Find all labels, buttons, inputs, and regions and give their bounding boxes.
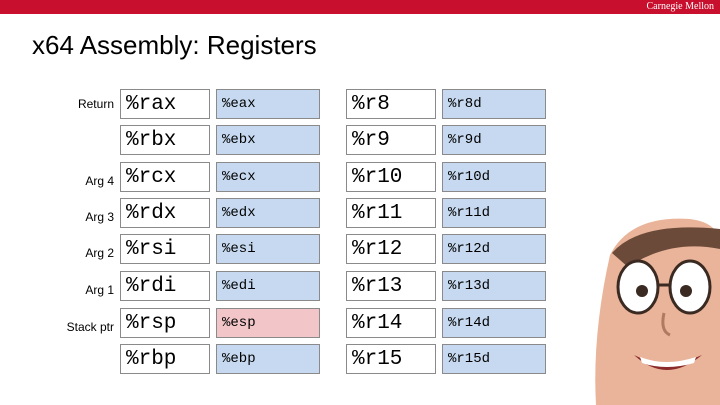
register-r9: %r9 <box>346 125 436 155</box>
register-rbx: %rbx <box>120 125 210 155</box>
slide-title: x64 Assembly: Registers <box>32 30 317 60</box>
register-r12: %r12 <box>346 234 436 264</box>
register-rax: %rax <box>120 89 210 119</box>
register-rbp: %rbp <box>120 344 210 374</box>
register-r13d: %r13d <box>442 271 546 301</box>
register-r8: %r8 <box>346 89 436 119</box>
register-eax: %eax <box>216 89 320 119</box>
label-arg-1: Arg 1 <box>85 283 114 297</box>
register-esi: %esi <box>216 234 320 264</box>
register-r15d: %r15d <box>442 344 546 374</box>
register-r11: %r11 <box>346 198 436 228</box>
label-return: Return <box>77 97 114 111</box>
register-edx: %edx <box>216 198 320 228</box>
label-arg-5: Arg 5 <box>556 100 585 114</box>
face-illustration <box>595 218 720 405</box>
register-rsp: %rsp <box>120 308 210 338</box>
register-ebp: %ebp <box>216 344 320 374</box>
register-esp: %esp <box>216 308 320 338</box>
header-bar: Carnegie Mellon <box>0 0 720 14</box>
register-r14d: %r14d <box>442 308 546 338</box>
register-r11d: %r11d <box>442 198 546 228</box>
label-arg-2: Arg 2 <box>85 246 114 260</box>
register-r15: %r15 <box>346 344 436 374</box>
register-r14: %r14 <box>346 308 436 338</box>
register-edi: %edi <box>216 271 320 301</box>
register-ebx: %ebx <box>216 125 320 155</box>
brand-label: Carnegie Mellon <box>646 1 714 12</box>
register-r12d: %r12d <box>442 234 546 264</box>
register-rsi: %rsi <box>120 234 210 264</box>
register-r8d: %r8d <box>442 89 546 119</box>
register-rdx: %rdx <box>120 198 210 228</box>
register-r10d: %r10d <box>442 162 546 192</box>
label-arg-3: Arg 3 <box>85 210 114 224</box>
label-stack-ptr: Stack ptr <box>66 320 114 334</box>
label-arg-4: Arg 4 <box>85 174 114 188</box>
register-r13: %r13 <box>346 271 436 301</box>
register-rdi: %rdi <box>120 271 210 301</box>
register-r9d: %r9d <box>442 125 546 155</box>
register-ecx: %ecx <box>216 162 320 192</box>
register-r10: %r10 <box>346 162 436 192</box>
label-arg-6: Arg 6 <box>556 137 585 151</box>
register-rcx: %rcx <box>120 162 210 192</box>
